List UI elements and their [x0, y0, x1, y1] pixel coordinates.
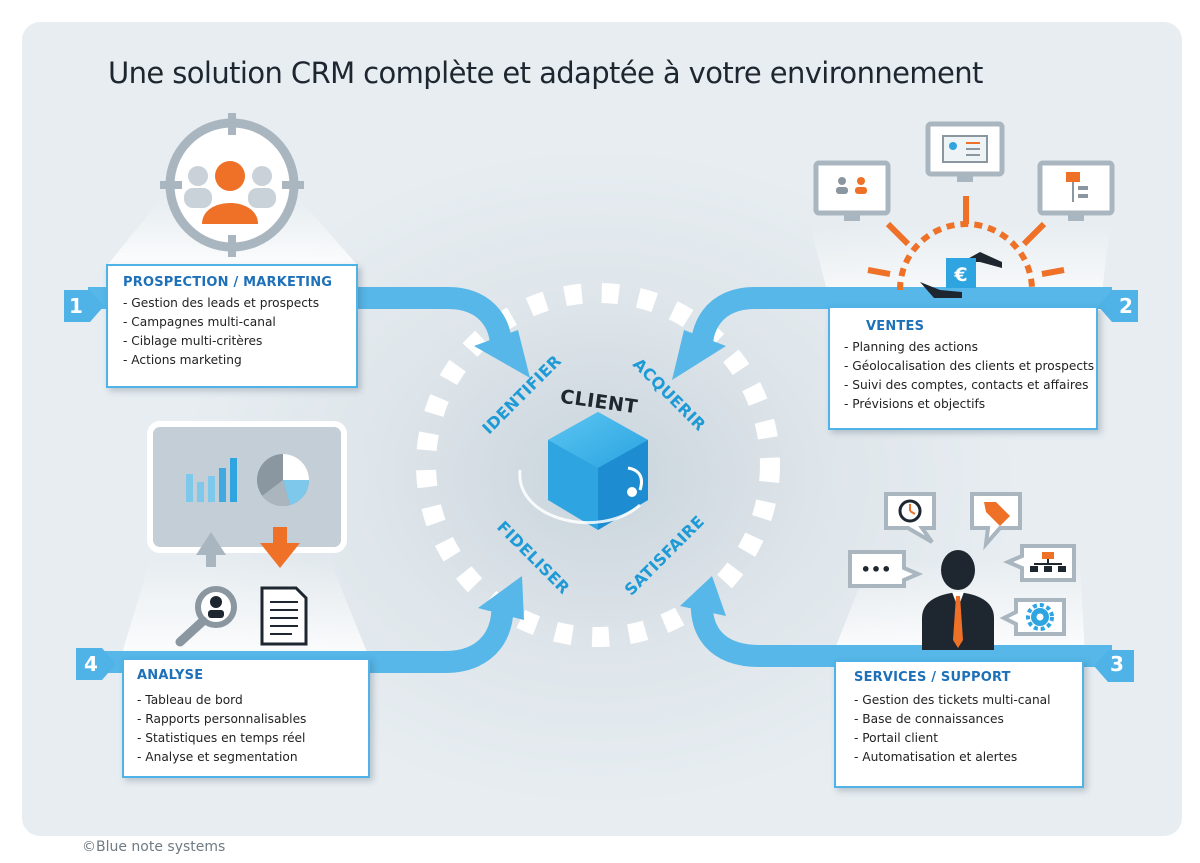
card-prospection-marketing: PROSPECTION / MARKETING - Gestion des le… [106, 264, 358, 388]
flow-arrow-3 [680, 576, 1134, 682]
flow-arrow-2 [672, 287, 1138, 380]
document-icon [260, 586, 308, 646]
step-number-2: 2 [1119, 294, 1133, 318]
chat-dots: ••• [861, 560, 892, 579]
flow-arrow-4 [76, 576, 524, 680]
card-heading: PROSPECTION / MARKETING [123, 275, 333, 290]
handshake-money-icon: € [920, 252, 1002, 298]
list-item: - Campagnes multi-canal [123, 315, 276, 329]
card-heading: SERVICES / SUPPORT [854, 670, 1011, 685]
list-item: - Portail client [854, 731, 939, 745]
feature-list: - Gestion des tickets multi-canal - Base… [854, 691, 1070, 767]
bar-chart-icon [186, 458, 237, 502]
contacts-monitor-icon [813, 160, 891, 221]
list-item: - Automatisation et alertes [854, 750, 1018, 764]
ventes-icons: € [813, 121, 1115, 298]
list-item: - Géolocalisation des clients et prospec… [844, 359, 1095, 373]
support-icons: ••• [848, 492, 1076, 650]
hierarchy-bubble-icon [1002, 544, 1076, 582]
list-item: - Planning des actions [844, 340, 978, 354]
list-item: - Gestion des leads et prospects [123, 296, 320, 310]
feature-list: - Gestion des leads et prospects - Campa… [123, 294, 344, 370]
list-item: - Ciblage multi-critères [123, 334, 263, 348]
analysis-icons [147, 421, 347, 647]
client-cycle-ring [416, 283, 780, 647]
spotlight-beam [120, 560, 370, 660]
agent-avatar-icon [922, 550, 994, 650]
list-item: - Rapports personnalisables [137, 712, 307, 726]
feature-list: - Planning des actions - Géolocalisation… [844, 338, 1095, 414]
step-number-1: 1 [69, 294, 83, 318]
list-item: - Actions marketing [123, 353, 242, 367]
page-title: Une solution CRM complète et adaptée à v… [108, 56, 983, 90]
list-item: - Gestion des tickets multi-canal [854, 693, 1051, 707]
card-services-support: SERVICES / SUPPORT - Gestion des tickets… [834, 660, 1084, 788]
flow-arrow-1 [64, 287, 530, 378]
download-arrow-icon [260, 527, 300, 568]
card-ventes: VENTES - Planning des actions - Géolocal… [828, 306, 1098, 430]
euro-symbol: € [953, 264, 967, 286]
chat-dots-bubble-icon: ••• [848, 550, 924, 588]
tag-bubble-icon [970, 492, 1022, 551]
pie-chart-icon [257, 454, 309, 507]
card-heading: ANALYSE [137, 668, 204, 683]
feature-list: - Tableau de bord - Rapports personnalis… [137, 691, 356, 767]
sales-rays-icon [867, 196, 1065, 291]
copyright-notice: ©Blue note systems [82, 839, 226, 855]
card-analyse: ANALYSE - Tableau de bord - Rapports per… [122, 658, 370, 778]
org-chart-monitor-icon [1037, 160, 1115, 221]
list-item: - Prévisions et objectifs [844, 397, 986, 411]
card-heading: VENTES [866, 319, 925, 334]
list-item: - Tableau de bord [137, 693, 243, 707]
list-item: - Statistiques en temps réel [137, 731, 306, 745]
clock-bubble-icon [884, 492, 936, 544]
step-number-3: 3 [1110, 652, 1124, 676]
list-item: - Analyse et segmentation [137, 750, 298, 764]
settings-bubble-icon [999, 598, 1066, 636]
map-monitor-icon [925, 121, 1005, 182]
list-item: - Suivi des comptes, contacts et affaire… [844, 378, 1089, 392]
step-number-4: 4 [84, 652, 98, 676]
target-users-icon [160, 113, 304, 257]
list-item: - Base de connaissances [854, 712, 1004, 726]
client-cube-icon [518, 412, 648, 530]
dashboard-screen [147, 421, 347, 553]
magnifier-user-icon [175, 586, 237, 647]
upload-arrow-icon [196, 532, 226, 567]
